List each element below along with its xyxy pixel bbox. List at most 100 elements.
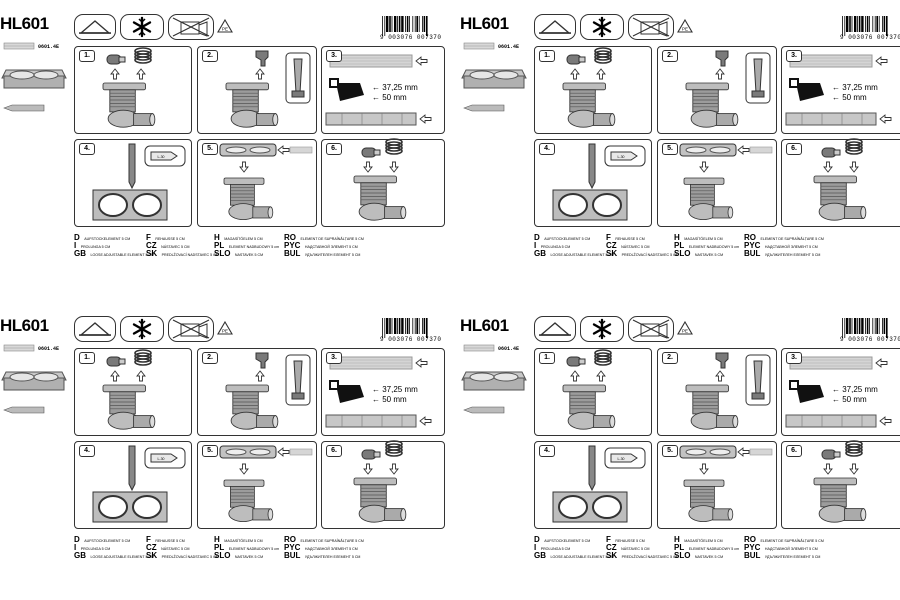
- language-code: CZ: [606, 241, 617, 250]
- step-2-panel: 2.: [197, 348, 317, 436]
- legend-entry: BUL УДЪЛЖИТЕЛЕН ЕЛЕМЕНТ 5 СМ: [744, 248, 820, 259]
- indoor-use-icon-box: [534, 14, 576, 40]
- step-number: 5.: [202, 143, 218, 155]
- legend-entry: RO ELEMENT DE SUPRAÎNĂLȚARE 5 CM: [744, 534, 824, 545]
- drain-body-drawing: [562, 384, 616, 430]
- legend-entry: SLO NASTAVEK 5 CM: [214, 550, 263, 561]
- step-1-panel: 1.: [74, 348, 192, 436]
- language-code: F: [606, 535, 611, 544]
- seal-rings-drawing: [845, 440, 863, 457]
- legend-text: PROLUNGA 5 CM: [540, 547, 571, 551]
- frost-icon-box: [120, 14, 164, 40]
- legend-text: ELEMENT DE SUPRAÎNĂLȚARE 5 CM: [300, 539, 364, 543]
- legend-text: AUFSTOCKELEMENT 5 CM: [84, 237, 131, 241]
- plug-drawing: [106, 54, 126, 65]
- frost-icon-box: [580, 14, 624, 40]
- legend-entry: BUL УДЪЛЖИТЕЛЕН ЕЛЕМЕНТ 5 СМ: [284, 550, 360, 561]
- language-code: H: [674, 535, 680, 544]
- double-frame-drawing: [461, 371, 527, 391]
- step-5-panel: 5.: [197, 441, 317, 529]
- legend-entry: PYC НАДСТАВНОЙ ЭЛЕМЕНТ 5 СМ: [284, 542, 358, 553]
- legend-entry: H MAGASÍTÓELEM 5 CM: [674, 232, 723, 243]
- seal-rings-drawing: [134, 47, 152, 64]
- pencil-drawing: [3, 104, 45, 112]
- no-bin-icon-box: [168, 14, 214, 40]
- step-3-illustration: [785, 54, 892, 126]
- plug-drawing: [106, 356, 126, 367]
- language-code: PL: [674, 543, 685, 552]
- step-number: 5.: [662, 445, 678, 457]
- step-5-illustration: [679, 143, 773, 221]
- svg-text:L-30: L-30: [617, 457, 624, 461]
- double-frame-drawing: [1, 371, 67, 391]
- step-6-panel: 6.: [321, 440, 445, 529]
- legend-entry: RO ELEMENT DE SUPRAÎNĂLȚARE 5 CM: [744, 232, 824, 243]
- seal-rings-drawing: [845, 138, 863, 155]
- legend-entry: PYC НАДСТАВНОЙ ЭЛЕМЕНТ 5 СМ: [284, 240, 358, 251]
- snowflake-icon: [132, 318, 152, 340]
- language-code: PYC: [284, 241, 301, 250]
- drain-body-drawing: [353, 175, 407, 221]
- step-number: 3.: [786, 50, 802, 62]
- barcode: [842, 318, 888, 338]
- dimension-50: ← 50 mm: [372, 93, 407, 102]
- no-bin-icon-box: [168, 316, 214, 342]
- instruction-sheet: HL601 PE 9 003076 007370 0601.4E 1.: [460, 0, 900, 290]
- legend-text: LOOSE ADJUSTABLE ELEMENT 5 CM: [90, 555, 155, 559]
- step-1-panel: 1.: [74, 46, 192, 134]
- recycle-icon: PE: [217, 18, 233, 33]
- legend-text: PREDLŽOVACÍ NADSTAVEC 5 CM: [161, 555, 219, 559]
- drain-body-drawing: [685, 82, 739, 128]
- barcode-number: 9 003076 007370: [840, 34, 900, 41]
- step-2-illustration: [225, 50, 311, 128]
- instruction-sheet: HL601 PE 9 003076 007370 0601.4E 1.: [460, 302, 900, 592]
- language-code: CZ: [606, 543, 617, 552]
- language-code: GB: [74, 551, 86, 560]
- legend-text: NASTAVEK 5 CM: [234, 555, 264, 559]
- legend-entry: BUL УДЪЛЖИТЕЛЕН ЕЛЕМЕНТ 5 СМ: [744, 550, 820, 561]
- legend-text: ELEMENT NADBUDOWY 5 cm: [228, 547, 280, 551]
- legend-text: ELEMENT NADBUDOWY 5 cm: [228, 245, 280, 249]
- legend-text: NÁSTAVEC 5 CM: [161, 245, 190, 249]
- step-5-illustration: [679, 445, 773, 523]
- crossed-out-bin-icon: [172, 319, 210, 339]
- indoor-use-icon-box: [534, 316, 576, 342]
- legend-entry: I PROLUNGA 5 CM: [74, 542, 110, 553]
- language-code: D: [534, 535, 540, 544]
- language-code: GB: [534, 551, 546, 560]
- grate-strip-drawing: [3, 344, 35, 352]
- barcode: [842, 16, 888, 36]
- plug-drawing: [566, 356, 586, 367]
- plug-drawing: [821, 449, 841, 460]
- model-number: HL601: [0, 14, 49, 33]
- step-2-panel: 2.: [657, 348, 777, 436]
- legend-text: REHAUSSE 5 CM: [615, 539, 645, 543]
- recycle-code: PE: [222, 329, 228, 334]
- legend-text: ELEMENT NADBUDOWY 5 cm: [688, 547, 740, 551]
- step-6-illustration: [353, 440, 407, 523]
- step-4-illustration: L-30: [92, 445, 186, 523]
- step-6-panel: 6.: [321, 138, 445, 227]
- language-code: SLO: [674, 551, 691, 560]
- legend-entry: GB LOOSE ADJUSTABLE ELEMENT 5 CM: [534, 550, 614, 561]
- legend-text: УДЪЛЖИТЕЛЕН ЕЛЕМЕНТ 5 СМ: [764, 253, 821, 257]
- step-number: 4.: [79, 143, 95, 155]
- step-1-panel: 1.: [534, 348, 652, 436]
- legend-text: NÁSTAVEC 5 CM: [161, 547, 190, 551]
- dimension-50: ← 50 mm: [372, 395, 407, 404]
- snowflake-icon: [592, 318, 612, 340]
- step-6-illustration: [813, 138, 867, 221]
- house-icon: [79, 20, 111, 34]
- step-3-panel: 3. ← 37,25 mm ← 50 mm: [321, 46, 445, 134]
- legend-entry: CZ NÁSTAVEC 5 CM: [146, 542, 190, 553]
- legend-text: PROLUNGA 5 CM: [80, 245, 111, 249]
- barcode-number: 9 003076 007370: [840, 336, 900, 343]
- legend-text: НАДСТАВНОЙ ЭЛЕМЕНТ 5 СМ: [764, 245, 818, 249]
- legend-text: MAGASÍTÓELEM 5 CM: [684, 237, 723, 241]
- pencil-drawing: [463, 406, 505, 414]
- step-3-illustration: [325, 54, 432, 126]
- legend-entry: D AUFSTOCKELEMENT 5 CM: [74, 232, 130, 243]
- language-code: RO: [744, 233, 756, 242]
